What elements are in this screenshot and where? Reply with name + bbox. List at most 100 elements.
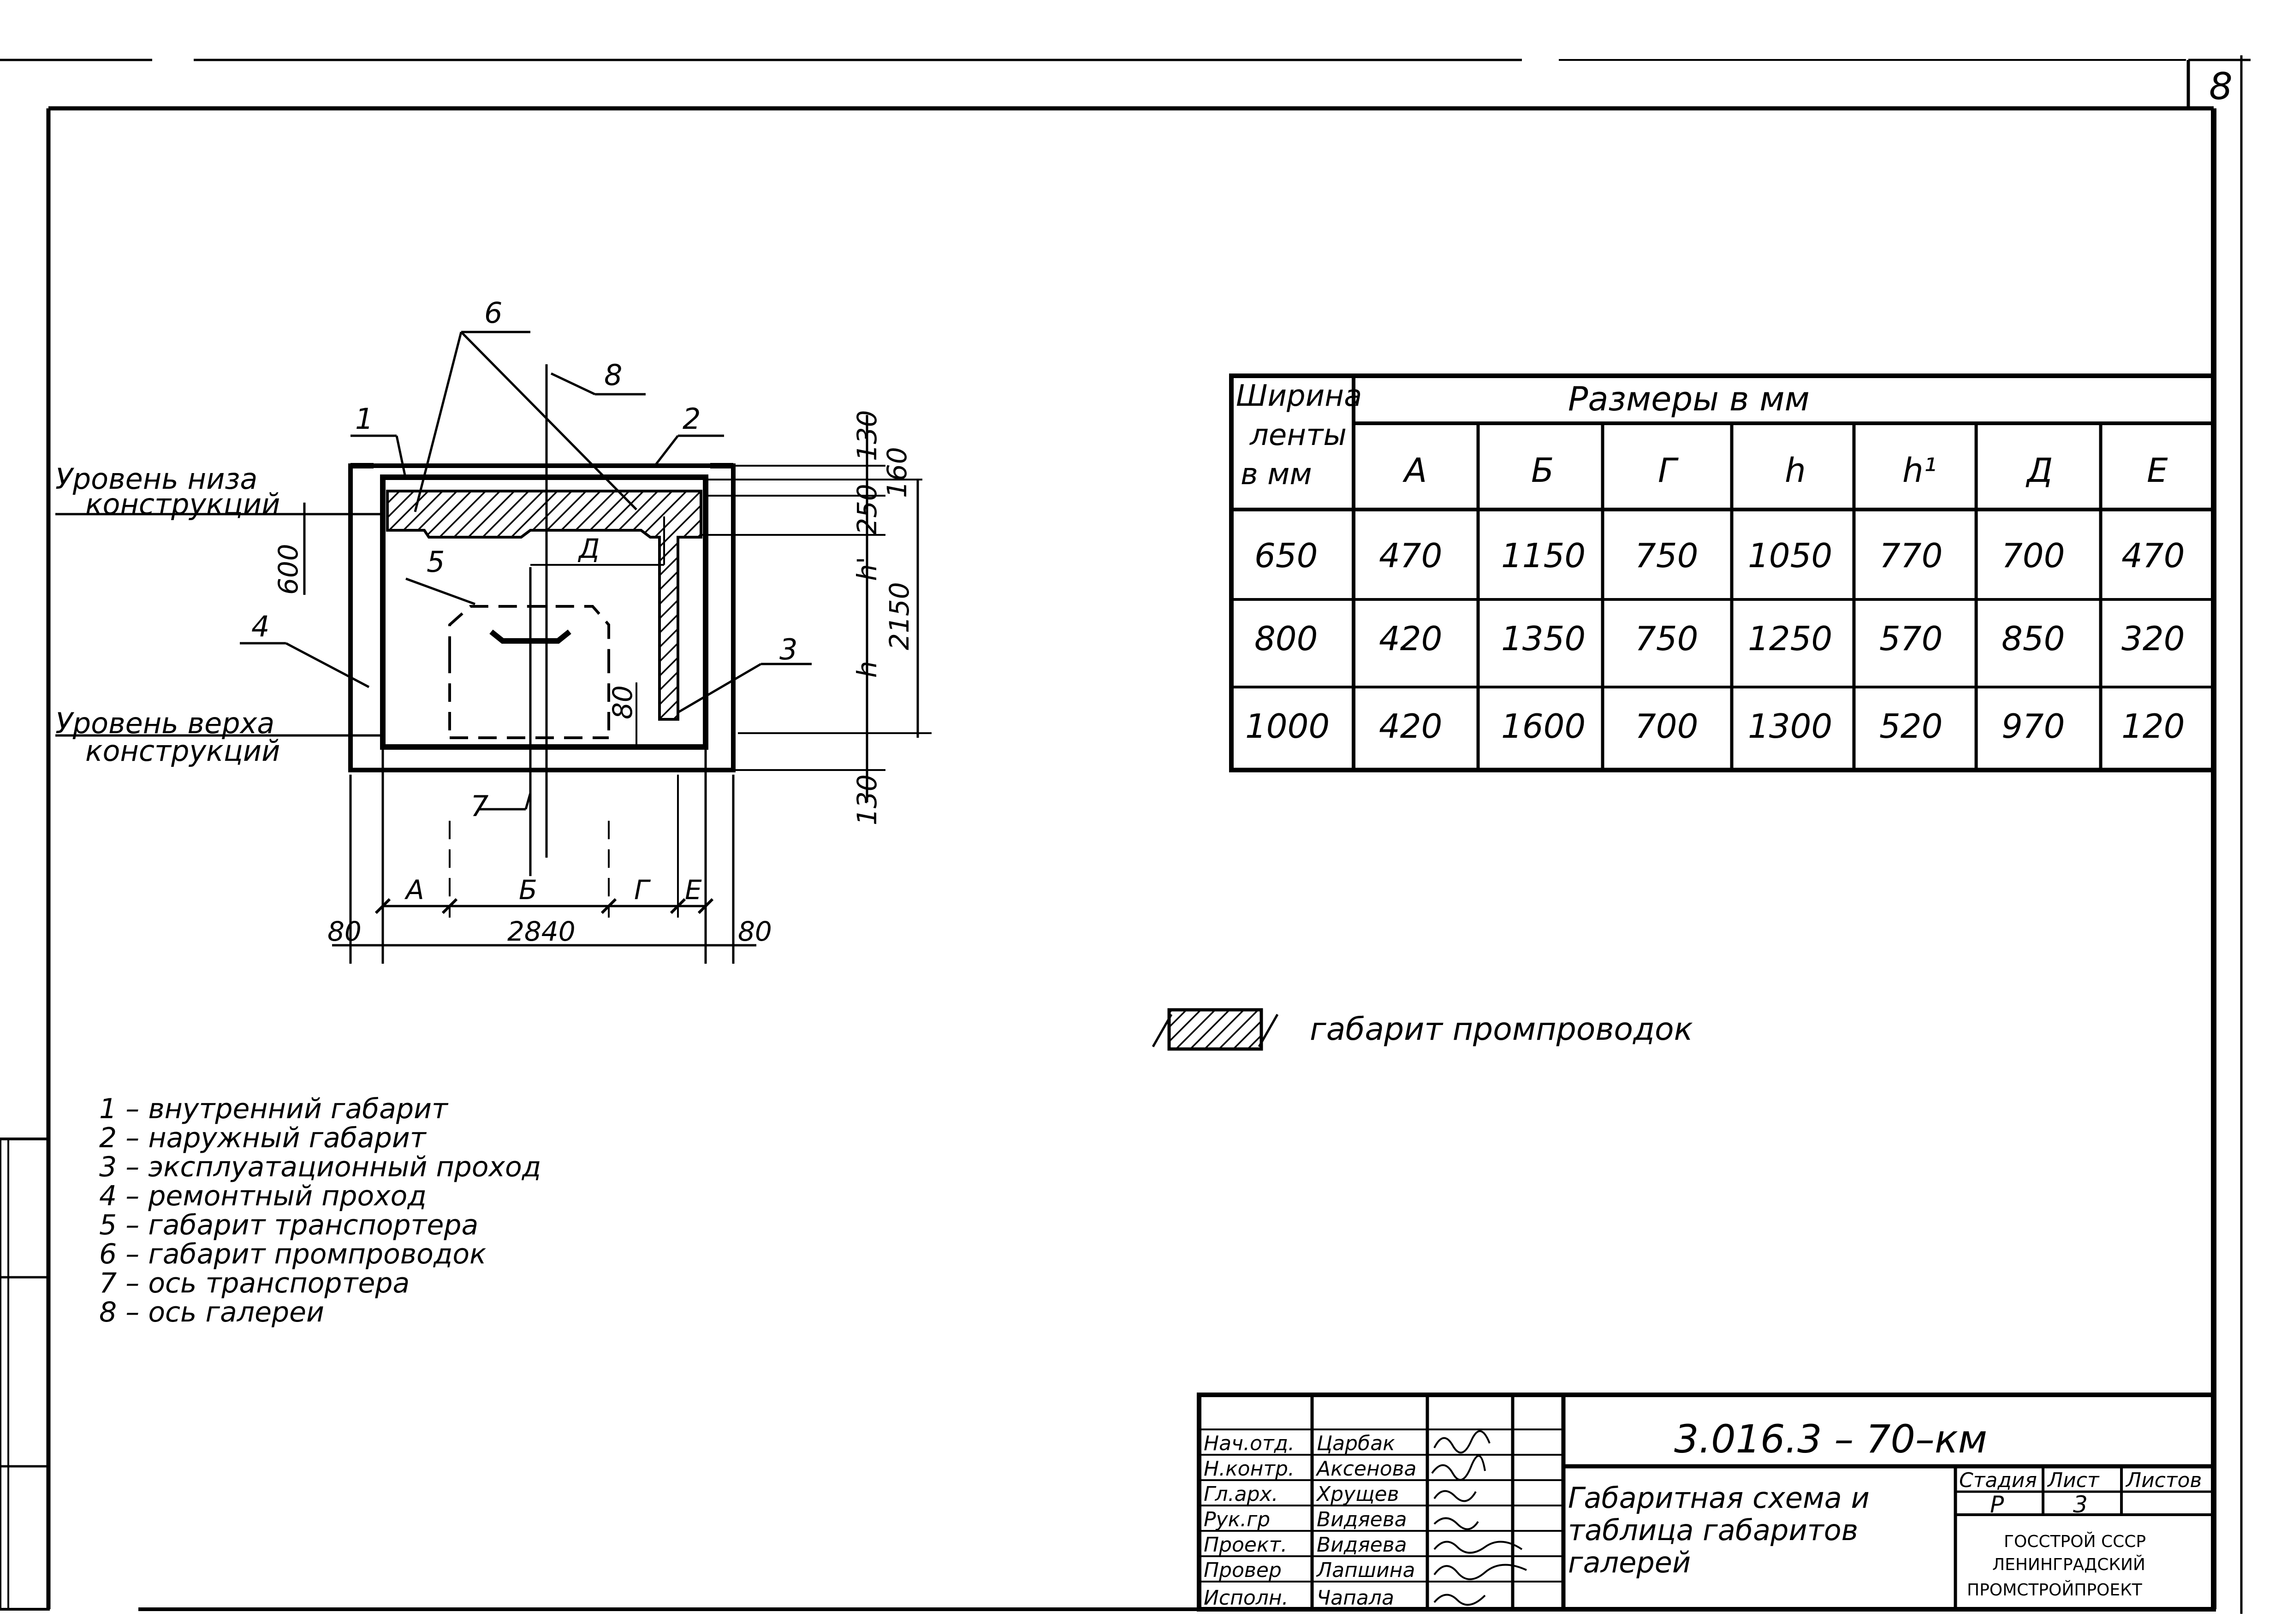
stage-header: Стадия <box>1959 1469 2037 1492</box>
cell-r3-c4: 1300 <box>1748 707 1832 746</box>
dim-h-prime: h' <box>851 557 883 581</box>
org-line1: ГОССТРОЙ СССР <box>2004 1532 2146 1551</box>
cell-r3-c2: 1600 <box>1501 707 1586 746</box>
cell-r2-c1: 420 <box>1379 619 1442 658</box>
name-checker: Лапшина <box>1316 1559 1415 1582</box>
callout-2: 2 <box>683 402 701 436</box>
name-chief-arch: Хрущев <box>1316 1482 1399 1506</box>
cell-r1-c2: 1150 <box>1501 536 1586 575</box>
cell-r1-c3: 750 <box>1635 536 1698 575</box>
name-group-lead: Видяева <box>1317 1508 1407 1531</box>
legend-item-5: 5 – габарит транспортера <box>99 1209 478 1241</box>
cell-r1-c0: 650 <box>1254 536 1318 575</box>
legend-item-1: 1 – внутренний габарит <box>99 1093 449 1125</box>
gallery-cross-section <box>55 331 932 964</box>
cell-r2-c0: 800 <box>1254 619 1318 658</box>
hatch-legend-label: габарит промпроводок <box>1310 1011 1693 1048</box>
col-h: h <box>1785 451 1806 490</box>
dim-80: 80 <box>607 685 638 719</box>
sheet-header: Лист <box>2047 1469 2100 1492</box>
legend-item-6: 6 – габарит промпроводок <box>99 1238 486 1270</box>
header-belt-line1: Ширина <box>1236 379 1362 413</box>
stage-value: Р <box>1990 1491 2004 1518</box>
legend-item-7: 7 – ось транспортера <box>99 1267 410 1299</box>
callout-3: 3 <box>779 633 797 666</box>
header-belt-line2: ленты <box>1249 418 1347 452</box>
callout-7: 7 <box>470 789 488 823</box>
cell-r1-c1: 470 <box>1379 536 1442 575</box>
document-code: 3.016.3 – 70–км <box>1674 1417 1987 1462</box>
col-h1: h¹ <box>1902 451 1937 490</box>
role-checker: Провер <box>1204 1559 1282 1582</box>
dim-right-80: 80 <box>738 916 772 947</box>
callout-1: 1 <box>355 402 373 436</box>
dim-130-top: 130 <box>851 410 883 461</box>
header-belt-line3: в мм <box>1241 457 1312 492</box>
org-line2: ЛЕНИНГРАДСКИЙ <box>1992 1555 2145 1574</box>
callout-8: 8 <box>604 358 622 392</box>
dim-160: 160 <box>881 447 913 498</box>
sheet-frame <box>0 55 2251 1614</box>
col-E: Е <box>2147 451 2168 490</box>
table-text: Ширина ленты в мм Размеры в мм A Б Г h h… <box>1236 379 2185 746</box>
level-bottom-line2: конструкций <box>85 487 280 521</box>
title-block-text: 3.016.3 – 70–км Габаритная схема и табли… <box>1204 1417 2202 1610</box>
cell-r3-c6: 970 <box>2002 707 2065 746</box>
name-executor: Чапала <box>1317 1586 1394 1610</box>
col-D: Д <box>2026 451 2053 490</box>
dim-2150: 2150 <box>884 582 915 650</box>
legend-item-8: 8 – ось галереи <box>99 1296 324 1328</box>
role-executor: Исполн. <box>1204 1586 1289 1610</box>
section-labels: Уровень низа конструкций Уровень верха к… <box>55 296 915 947</box>
cell-r3-c5: 520 <box>1879 707 1943 746</box>
dim-B: Б <box>519 874 537 906</box>
callout-6: 6 <box>484 296 502 330</box>
title-line1: Габаритная схема и <box>1568 1481 1870 1515</box>
role-group-lead: Рук.гр <box>1204 1508 1270 1531</box>
role-head-dept: Нач.отд. <box>1204 1432 1295 1455</box>
cell-r2-c5: 570 <box>1879 619 1943 658</box>
dim-total: 2840 <box>507 916 576 947</box>
dim-h: h <box>851 661 883 678</box>
cell-r2-c2: 1350 <box>1501 619 1586 658</box>
role-designer: Проект. <box>1204 1533 1287 1557</box>
level-bottom-line1: Уровень низа <box>55 462 257 496</box>
dimensions-table <box>1229 373 2216 772</box>
cell-r2-c3: 750 <box>1635 619 1698 658</box>
legend-item-4: 4 – ремонтный проход <box>99 1180 427 1212</box>
callout-5: 5 <box>427 545 445 579</box>
cell-r1-c4: 1050 <box>1748 536 1832 575</box>
cell-r3-c1: 420 <box>1379 707 1442 746</box>
role-chief-arch: Гл.арх. <box>1204 1482 1278 1506</box>
title-line2: таблица габаритов <box>1568 1513 1858 1547</box>
dim-600: 600 <box>273 544 304 595</box>
level-top-line2: конструкций <box>85 734 280 768</box>
col-G: Г <box>1658 451 1679 490</box>
col-B: Б <box>1531 451 1554 490</box>
name-norm-control: Аксенова <box>1315 1457 1417 1481</box>
signatures <box>1431 1430 1527 1606</box>
sheet-number: 8 <box>2209 65 2233 108</box>
cell-r2-c6: 850 <box>2002 619 2065 658</box>
col-A: A <box>1402 451 1427 490</box>
legend-item-3: 3 – эксплуатационный проход <box>99 1151 541 1183</box>
role-norm-control: Н.контр. <box>1204 1457 1295 1481</box>
cell-r1-c6: 700 <box>2002 536 2065 575</box>
name-head-dept: Царбак <box>1317 1432 1395 1455</box>
cell-r3-c3: 700 <box>1635 707 1698 746</box>
cell-r3-c7: 120 <box>2121 707 2185 746</box>
dim-250: 250 <box>851 484 883 535</box>
dim-D: Д <box>577 533 600 564</box>
cell-r1-c5: 770 <box>1879 536 1943 575</box>
dim-130-bottom: 130 <box>851 774 883 825</box>
legend-item-2: 2 – наружный габарит <box>99 1122 427 1154</box>
dim-left-80: 80 <box>327 916 362 947</box>
cell-r2-c7: 320 <box>2121 619 2185 658</box>
cell-r3-c0: 1000 <box>1245 707 1330 746</box>
cell-r2-c4: 1250 <box>1748 619 1832 658</box>
sheet-value: 3 <box>2073 1491 2088 1518</box>
dim-G: Г <box>634 874 651 906</box>
hatch-legend <box>1152 1008 1279 1051</box>
callout-4: 4 <box>251 610 269 643</box>
